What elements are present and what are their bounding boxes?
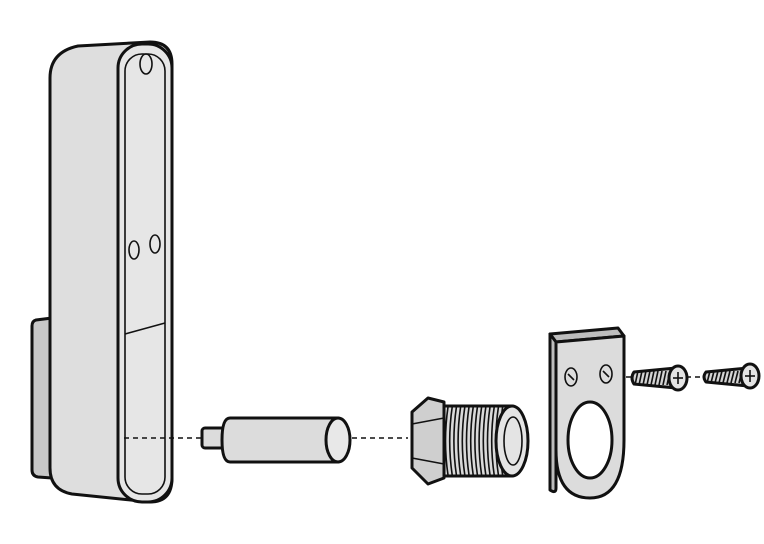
housing-top-hole xyxy=(139,53,153,75)
pin-body xyxy=(220,416,340,464)
screw-thread-ridge xyxy=(662,370,667,386)
thread-ridge xyxy=(465,406,470,476)
threaded-sleeve xyxy=(410,396,530,486)
strike-plate-hole-right xyxy=(599,364,613,384)
housing-mid-hole-left xyxy=(128,240,140,260)
screw xyxy=(702,362,761,390)
screw-thread-ridge xyxy=(654,370,659,386)
screw-thread-ridge xyxy=(650,370,655,386)
thread-ridge xyxy=(461,406,466,476)
housing-mid-hole-right xyxy=(149,234,161,254)
screw-thread-ridge xyxy=(706,370,711,384)
screw-thread-ridge xyxy=(734,370,739,384)
screw-thread-ridge xyxy=(638,370,643,386)
strike-plate-hole-right-slot xyxy=(602,370,610,378)
housing-back-plate xyxy=(30,316,54,480)
thread-ridge xyxy=(482,406,487,476)
thread-ridge xyxy=(478,406,483,476)
sleeve-bore xyxy=(503,416,523,466)
sleeve-hex-edge xyxy=(411,417,445,425)
screw-thread-ridge xyxy=(722,370,727,384)
thread-ridge xyxy=(486,406,491,476)
screw-thread-ridge xyxy=(714,370,719,384)
thread-ridge xyxy=(490,406,495,476)
pin xyxy=(200,416,352,464)
screw-thread-ridge xyxy=(730,370,735,384)
thread-ridge xyxy=(469,406,474,476)
screw-thread-ridge xyxy=(658,370,663,386)
sleeve-hex-edge xyxy=(411,457,445,465)
sleeve-hex-nut xyxy=(410,396,446,486)
thread-ridge xyxy=(474,406,479,476)
lock-housing xyxy=(30,40,174,504)
screw-thread-ridge xyxy=(646,370,651,386)
screw-thread-ridge xyxy=(642,370,647,386)
thread-ridge xyxy=(457,406,462,476)
screw-thread-ridge xyxy=(634,370,639,386)
housing-front-face xyxy=(116,42,174,504)
strike-plate-hole-left-slot xyxy=(567,373,575,381)
thread-ridge xyxy=(453,406,458,476)
strike-plate-opening xyxy=(566,400,614,480)
strike-plate-hole-left xyxy=(564,367,578,387)
sleeve-threads xyxy=(444,406,508,476)
housing-seam xyxy=(124,322,166,335)
screw-thread-ridge xyxy=(726,370,731,384)
screw-thread-ridge xyxy=(710,370,715,384)
thread-ridge xyxy=(444,406,449,476)
strike-plate xyxy=(548,326,626,500)
screw xyxy=(630,364,689,392)
phillips-slot-icon xyxy=(673,372,683,384)
phillips-slot-icon xyxy=(745,370,755,382)
pin-end-cap xyxy=(324,416,352,464)
screw-thread-ridge xyxy=(718,370,723,384)
thread-ridge xyxy=(448,406,453,476)
